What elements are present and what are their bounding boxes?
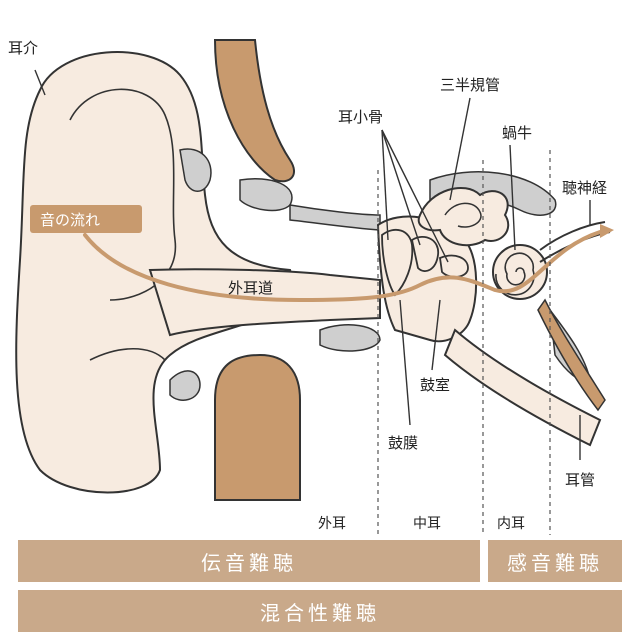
lower-bone [214, 353, 301, 501]
label-ear-canal: 外耳道 [228, 279, 273, 297]
pointer-auricle [34, 69, 46, 96]
pointer-eardrum [399, 299, 411, 426]
sound-flow-path [83, 230, 602, 303]
upper-bone [213, 39, 295, 183]
region-outer: 外耳 [318, 516, 346, 532]
region-middle: 中耳 [413, 516, 441, 532]
pointer-ossicles-2 [381, 129, 421, 246]
label-sound-flow-box [30, 205, 142, 233]
label-cochlea: 蝸牛 [502, 124, 532, 142]
region-inner: 内耳 [497, 516, 525, 532]
label-auricle: 耳介 [8, 39, 38, 57]
label-semicircular-canals: 三半規管 [440, 76, 500, 94]
bar-conductive: 伝音難聴 [18, 540, 480, 582]
label-ossicles: 耳小骨 [338, 108, 383, 126]
bar-sensorineural: 感音難聴 [488, 540, 622, 582]
pointer-ossicles-1 [381, 129, 389, 241]
semicircular-canal-inner [444, 202, 482, 228]
auricle-lobe-fold [89, 347, 166, 361]
semicircular-canals [417, 186, 510, 247]
label-eustachian-tube: 耳管 [565, 471, 595, 489]
pointer-cochlea [509, 144, 516, 251]
gray-cartilage-4 [169, 370, 201, 401]
eustachian-tube [443, 328, 602, 447]
label-auditory-nerve: 聴神経 [562, 179, 607, 197]
cochlea-outer [492, 244, 548, 300]
pointer-semicircular [449, 97, 471, 201]
sound-flow-arrowhead [600, 224, 614, 238]
cochlea-spiral [495, 252, 535, 296]
ossicle-stapes [439, 254, 469, 278]
ossicle-incus [410, 235, 439, 272]
gray-cartilage-5 [319, 324, 381, 352]
auditory-nerve [539, 221, 606, 251]
eustachian-tube-bone [537, 298, 606, 412]
gray-cartilage-1 [179, 148, 212, 192]
ear-canal [148, 268, 381, 337]
label-tympanic-cavity: 鼓室 [420, 376, 450, 394]
bar-mixed: 混合性難聴 [18, 590, 622, 632]
label-eardrum: 鼓膜 [388, 434, 418, 452]
label-sound-flow: 音の流れ [40, 211, 100, 229]
pointer-ossicles-3 [381, 129, 449, 263]
pointer-tympanic [431, 299, 441, 371]
ossicle-malleus [381, 228, 414, 297]
